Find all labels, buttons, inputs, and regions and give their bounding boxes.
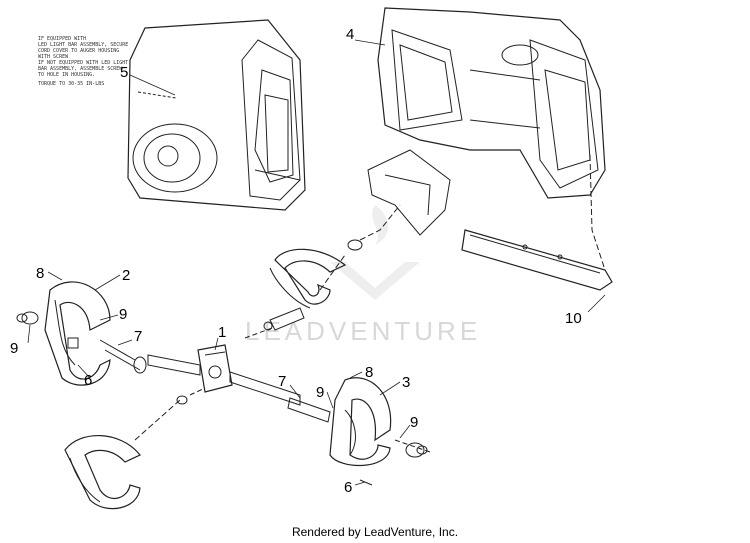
callout-9: 9 bbox=[316, 384, 324, 401]
callout-3: 3 bbox=[402, 374, 410, 391]
auger-housing bbox=[377, 7, 606, 199]
svg-text:IF EQUIPPED WITH: IF EQUIPPED WITH bbox=[38, 36, 86, 42]
scraper-bar bbox=[461, 154, 613, 291]
callout-7: 7 bbox=[134, 328, 142, 345]
svg-text:WITH SCREW: WITH SCREW bbox=[38, 54, 69, 60]
auger-housing-cover bbox=[127, 19, 306, 211]
auger-spiral-lower bbox=[64, 399, 181, 510]
auger-right-assembly bbox=[329, 377, 431, 486]
callout-7: 7 bbox=[278, 373, 286, 390]
callout-5: 5 bbox=[120, 64, 128, 81]
svg-text:CORD COVER TO AUGER HOUSING: CORD COVER TO AUGER HOUSING bbox=[38, 48, 119, 54]
callout-4: 4 bbox=[346, 26, 354, 43]
callout-10: 10 bbox=[565, 310, 582, 327]
footer-credit: Rendered by LeadVenture, Inc. bbox=[291, 525, 459, 539]
assembly-note: IF EQUIPPED WITH LED LIGHT BAR ASSEMBLY,… bbox=[38, 36, 128, 87]
callout-9: 9 bbox=[119, 306, 127, 323]
watermark-logo-icon bbox=[330, 205, 420, 300]
callout-6: 6 bbox=[84, 372, 92, 389]
svg-text:IF NOT EQUIPPED WITH LED LIGHT: IF NOT EQUIPPED WITH LED LIGHT bbox=[38, 60, 128, 66]
callout-9: 9 bbox=[410, 414, 418, 431]
svg-text:BAR ASSEMBLY, ASSEMBLE SCREW: BAR ASSEMBLY, ASSEMBLE SCREW bbox=[38, 66, 123, 72]
svg-text:TO HOLE IN HOUSING.: TO HOLE IN HOUSING. bbox=[38, 72, 95, 78]
callout-9: 9 bbox=[10, 340, 18, 357]
callout-8: 8 bbox=[36, 265, 44, 282]
leader-lines bbox=[27, 39, 606, 486]
callout-1: 1 bbox=[218, 324, 226, 341]
callout-8: 8 bbox=[365, 364, 373, 381]
watermark-text: LEADVENTURE bbox=[245, 316, 481, 346]
svg-text:TORQUE TO 30-35 IN-LBS: TORQUE TO 30-35 IN-LBS bbox=[38, 81, 104, 87]
callout-2: 2 bbox=[122, 267, 130, 284]
gearbox-bracket bbox=[347, 149, 451, 251]
auger-shaft-gearbox bbox=[99, 254, 346, 423]
callout-6: 6 bbox=[344, 479, 352, 496]
svg-text:LED LIGHT BAR ASSEMBLY, SECURE: LED LIGHT BAR ASSEMBLY, SECURE bbox=[38, 42, 128, 48]
auger-left-assembly bbox=[16, 281, 111, 386]
auger-spiral-upper bbox=[269, 248, 347, 309]
